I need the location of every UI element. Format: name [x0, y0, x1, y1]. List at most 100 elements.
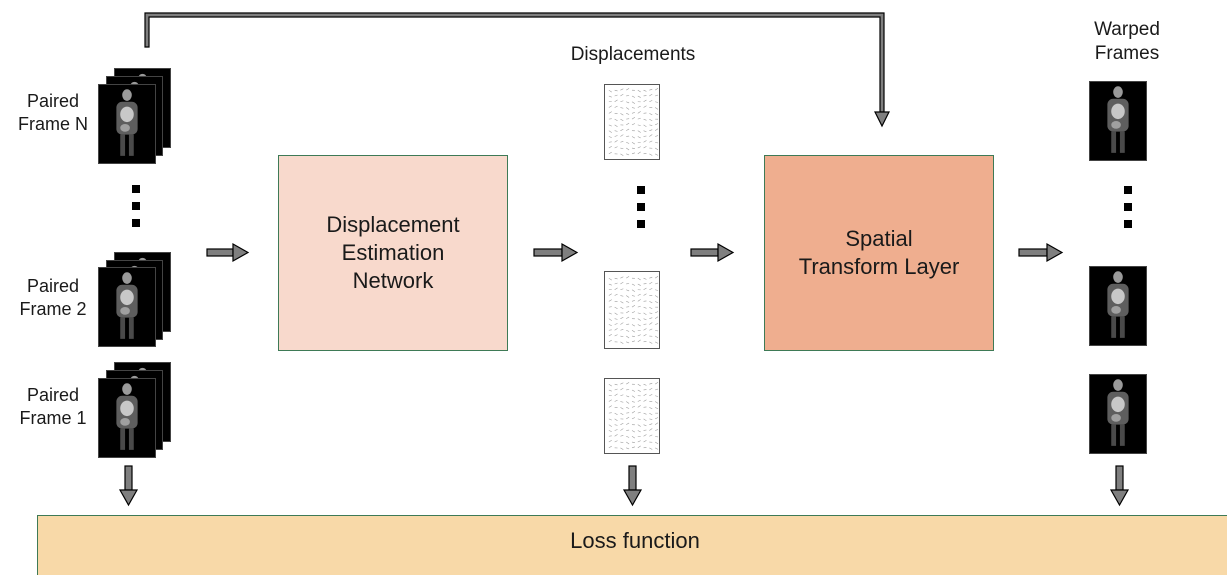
vector-mark — [638, 284, 641, 286]
vector-mark — [655, 148, 658, 150]
vector-mark — [609, 146, 612, 148]
vector-mark — [638, 400, 641, 401]
loss-function-label: Loss function — [570, 528, 700, 554]
vector-mark — [638, 152, 641, 154]
organ-shape — [1111, 306, 1121, 314]
vector-mark — [649, 413, 652, 415]
displacement-field-image — [604, 84, 660, 160]
leg-shape — [1111, 425, 1116, 446]
network-label: Displacement Estimation Network — [308, 211, 478, 295]
vector-mark — [638, 147, 641, 148]
vector-mark — [649, 448, 652, 450]
vector-mark — [609, 319, 612, 321]
vector-mark — [638, 405, 641, 407]
vector-mark — [615, 147, 618, 148]
vector-mark — [638, 118, 641, 119]
vector-mark — [638, 111, 641, 113]
leg-shape — [1111, 317, 1116, 338]
vector-mark — [609, 294, 612, 296]
vector-mark — [638, 106, 641, 107]
vector-mark — [655, 402, 658, 404]
vector-mark — [620, 448, 623, 450]
vector-mark — [655, 102, 658, 103]
vector-mark — [644, 90, 647, 91]
vector-mark — [649, 424, 652, 425]
vector-mark — [655, 154, 658, 156]
vector-mark — [649, 307, 652, 309]
vector-mark — [655, 108, 658, 110]
transform-label: Spatial Transform Layer — [794, 225, 964, 281]
vector-mark — [644, 328, 647, 330]
vector-mark — [609, 278, 612, 280]
vector-mark — [638, 425, 641, 427]
organ-shape — [120, 401, 134, 416]
vector-mark — [615, 278, 618, 279]
vector-mark — [644, 278, 647, 279]
head-shape — [122, 383, 132, 395]
vector-mark — [615, 429, 618, 430]
vector-mark — [632, 305, 635, 307]
vector-mark — [638, 419, 641, 420]
head-shape — [122, 272, 132, 284]
vector-mark — [626, 88, 629, 90]
vector-mark — [620, 94, 623, 96]
vector-mark — [615, 131, 618, 132]
vector-mark — [609, 406, 612, 408]
arrow-inputs-to-network — [207, 244, 248, 261]
leg-shape — [129, 318, 134, 339]
vector-mark — [609, 90, 612, 92]
vector-mark — [638, 324, 641, 326]
vector-mark — [649, 435, 652, 436]
head-shape — [1113, 86, 1123, 98]
vector-mark — [609, 446, 612, 448]
vector-mark — [609, 430, 612, 431]
vector-mark — [620, 388, 623, 390]
vector-mark — [615, 413, 618, 415]
arrow-displacements-to-loss — [624, 466, 641, 505]
vector-mark — [632, 447, 635, 448]
vector-mark — [632, 136, 635, 138]
vector-mark — [644, 394, 647, 396]
vector-mark — [626, 113, 629, 114]
vector-mark — [655, 382, 658, 384]
body-silhouette — [99, 268, 155, 346]
vector-mark — [620, 141, 623, 142]
vector-mark — [632, 148, 635, 149]
vector-mark — [620, 101, 623, 102]
vector-mark — [609, 400, 612, 402]
scan-image — [98, 267, 156, 347]
vector-mark — [655, 436, 658, 437]
vector-mark — [620, 329, 623, 330]
vector-field — [605, 85, 659, 159]
vector-mark — [615, 119, 618, 121]
vector-mark — [644, 313, 647, 315]
vector-mark — [649, 383, 652, 384]
vector-mark — [626, 396, 629, 397]
vector-mark — [644, 288, 647, 290]
vector-mark — [632, 402, 635, 403]
vector-mark — [649, 419, 652, 420]
vector-mark — [655, 123, 658, 124]
vector-mark — [655, 311, 658, 312]
vector-mark — [626, 448, 629, 449]
organ-shape — [1111, 289, 1125, 304]
arrow-transform-to-outputs — [1019, 244, 1062, 261]
head-shape — [122, 89, 132, 101]
vector-mark — [615, 283, 618, 284]
vector-mark — [644, 434, 647, 436]
body-silhouette — [1090, 82, 1146, 160]
vector-mark — [649, 342, 652, 344]
vector-mark — [626, 108, 629, 110]
vector-mark — [655, 407, 658, 409]
vector-mark — [632, 117, 635, 119]
arrow-inputs-to-loss — [120, 466, 137, 505]
vector-mark — [638, 430, 641, 432]
vector-mark — [649, 94, 652, 96]
vector-mark — [638, 319, 641, 321]
vector-mark — [649, 141, 652, 142]
vector-mark — [626, 382, 629, 384]
head-shape — [1113, 379, 1123, 391]
vector-mark — [615, 434, 618, 436]
vector-mark — [644, 131, 647, 132]
